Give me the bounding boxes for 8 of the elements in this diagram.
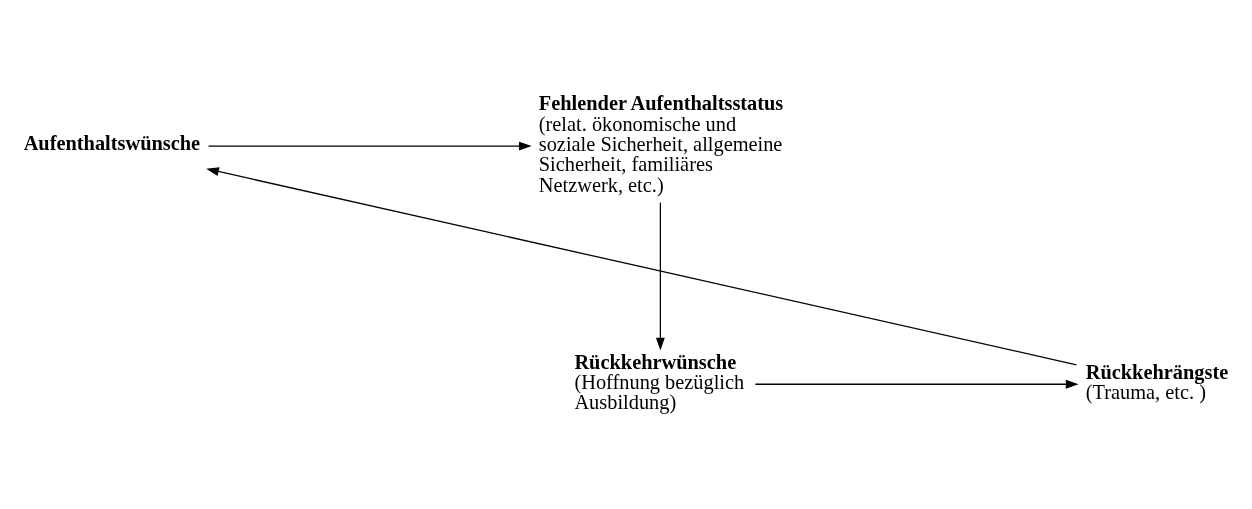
arrow — [206, 166, 1078, 365]
arrow — [207, 141, 532, 151]
node-text: Rückkehrwünsche (Hoffnung bezüglich Ausbildung) — [574, 350, 745, 413]
arrow — [754, 379, 1079, 389]
node-text: Rückkehrängste (Trauma, etc. ) — [1085, 360, 1229, 403]
node-text: Fehlender Aufenthaltsstatus (relat. ökonomische und soziale Sicherheit, allgemeine Sicherheit, familiäres Netzwerk, etc.) — [538, 91, 784, 196]
node-text: Aufenthaltswünsche — [23, 131, 201, 154]
arrow — [655, 201, 665, 350]
